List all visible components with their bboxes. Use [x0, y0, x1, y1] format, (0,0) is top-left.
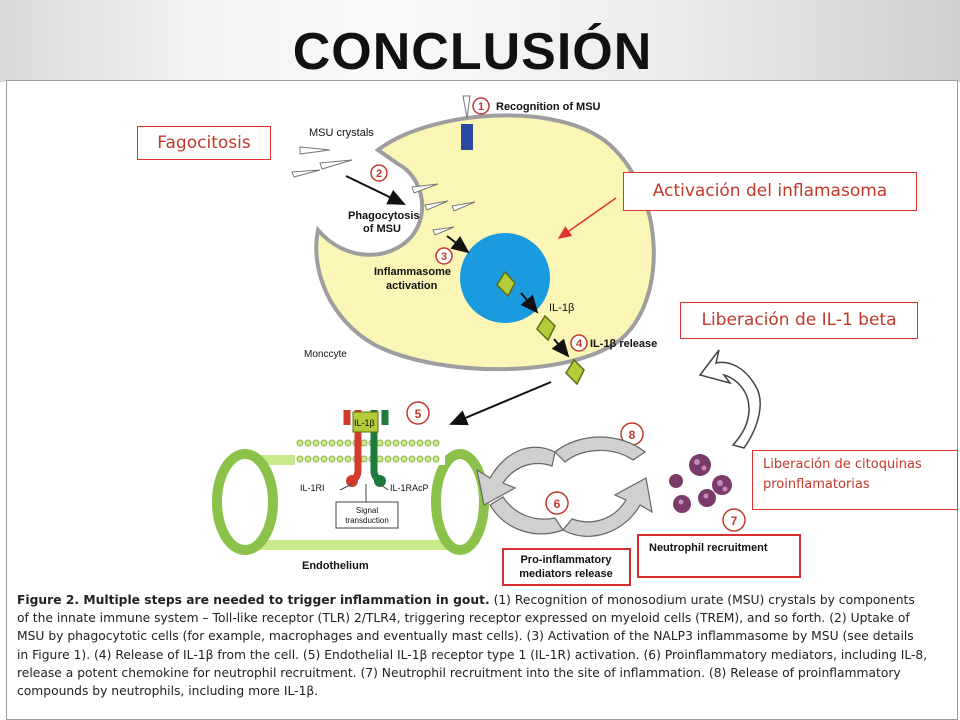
il1racp-label: IL-1RAcP [390, 483, 429, 493]
signal-label-line1: Signal [356, 506, 378, 515]
caption-line2: of the innate immune system – Toll-like … [17, 611, 910, 626]
cycle-arrows [476, 436, 653, 537]
callout-citoquinas-line2: proinflamatorias [763, 477, 870, 492]
msu-crystal-top [462, 95, 471, 119]
svg-text:1: 1 [478, 101, 484, 113]
title-band [0, 0, 960, 82]
caption-line4: in Figure 1). (4) Release of IL-1β from … [17, 647, 928, 662]
caption-line1: (1) Recognition of monosodium urate (MSU… [493, 593, 915, 607]
callout-fagocitosis: Fagocitosis [137, 126, 271, 160]
step6-box [502, 548, 631, 586]
step3-label-line1: Inflammasome [374, 266, 451, 278]
il1ri-pointer [339, 483, 353, 491]
endothelium-vessel [212, 437, 489, 555]
step1-label: Recognition of MSU [496, 101, 601, 113]
svg-text:4: 4 [576, 338, 583, 350]
il1ri-label: IL-1RI [300, 483, 325, 493]
page-title: CONCLUSIÓN [292, 23, 653, 81]
il1racp-pointer [379, 483, 389, 491]
receptor-il1b-label: IL-1β [354, 418, 375, 428]
figure-caption: Figure 2. Multiple steps are needed to t… [17, 591, 947, 700]
step3-label-line2: activation [386, 280, 438, 292]
il1-receptor-complex [343, 410, 389, 487]
step-numbers: 1 2 3 4 5 6 7 8 [370, 97, 746, 532]
caption-line6: compounds by neutrophils, including more… [17, 684, 319, 699]
callout-inflamasoma: Activación del inflamasoma [623, 172, 917, 211]
step6-label-line1: Pro-inflammatory [520, 554, 612, 566]
step2-label-line2: of MSU [363, 223, 401, 235]
il1b-molecules [496, 270, 585, 386]
callout-citoquinas: Liberación de citoquinas proinflamatoria… [752, 450, 958, 510]
msu-crystals [291, 146, 476, 236]
svg-text:3: 3 [441, 251, 447, 263]
monocyte-label: Monccyte [304, 349, 347, 360]
callout-il1-release: Liberación de IL-1 beta [680, 302, 918, 339]
release-curve-arrow [698, 349, 761, 449]
svg-text:8: 8 [629, 428, 636, 442]
step7-label: Neutrophil recruitment [649, 542, 768, 554]
svg-text:5: 5 [415, 407, 422, 421]
endothelium-label: Endothelium [302, 560, 369, 572]
svg-text:7: 7 [731, 514, 738, 528]
step6-label-line2: mediators release [519, 568, 613, 580]
callout-arrow-inflamasoma [557, 197, 617, 239]
svg-text:2: 2 [376, 168, 382, 180]
tlr-receptor [461, 124, 473, 150]
process-arrows [345, 175, 570, 426]
step7-box [637, 534, 801, 578]
step4-label: IL-1β release [590, 338, 657, 350]
caption-title: Figure 2. Multiple steps are needed to t… [17, 593, 490, 607]
step2-label-line1: Phagocytosis [348, 210, 420, 222]
signal-box [335, 501, 399, 529]
svg-text:6: 6 [554, 497, 561, 511]
caption-line3: MSU by phagocytotic cells (for example, … [17, 629, 914, 644]
caption-line5: release a potent chemokine for neutrophi… [17, 665, 901, 680]
neutrophils [669, 454, 732, 513]
callout-citoquinas-line1: Liberación de citoquinas [763, 457, 922, 472]
signal-label-line2: transduction [345, 516, 389, 525]
il1b-label: IL-1β [549, 302, 574, 314]
msu-crystals-label: MSU crystals [309, 127, 374, 139]
